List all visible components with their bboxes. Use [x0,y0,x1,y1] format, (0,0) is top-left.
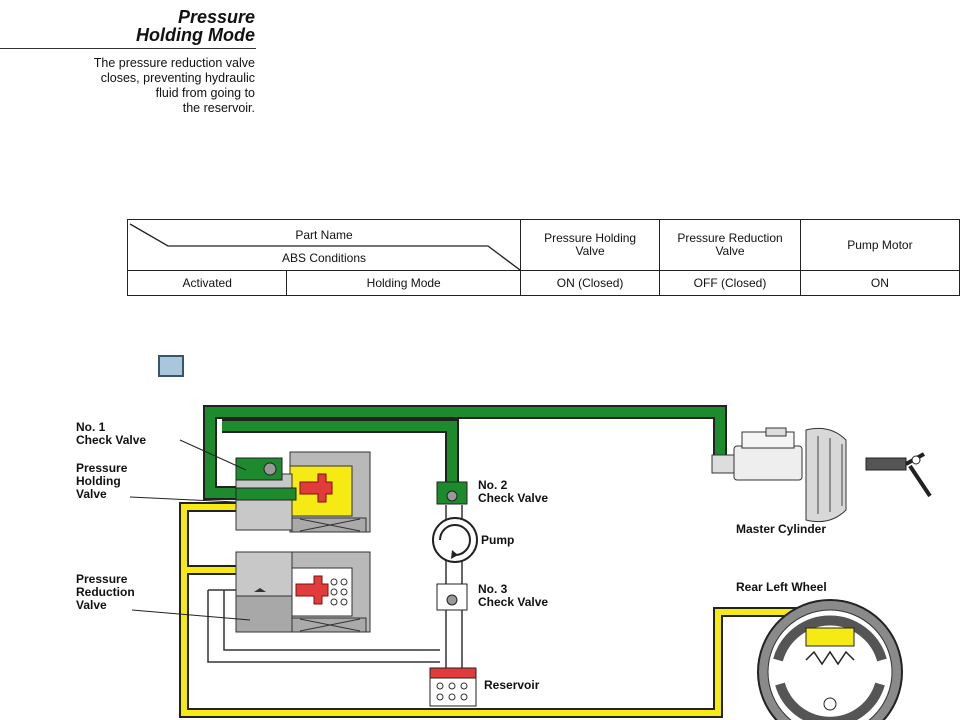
holding-valve-unit [235,451,371,533]
check-valve-2 [436,481,468,505]
diagonal-divider [129,223,520,270]
label-reservoir: Reservoir [484,678,540,692]
title-divider [0,48,256,49]
description-text: The pressure reduction valve closes, pre… [93,56,255,115]
label-check-valve-3: No. 3 Check Valve [478,582,549,609]
label-check-valve-2: No. 2 Check Valve [478,478,549,505]
header-part-name: Part Name [295,228,353,242]
check-valve-3 [436,583,468,611]
title-line-1: Pressure [177,7,255,27]
cell-reduction-valve: OFF (Closed) [659,270,801,296]
slide-marker-square [158,355,184,377]
reservoir [429,667,477,707]
label-pressure-reduction-valve: Pressure Reduction Valve [76,572,135,612]
header-pump-motor: Pump Motor [799,219,960,271]
abs-conditions-table: Part Name ABS Conditions Pressure Holdin… [126,219,960,296]
reduction-valve-unit [235,551,371,633]
pump-symbol [432,517,478,563]
label-rear-left-wheel: Rear Left Wheel [736,580,827,594]
label-pressure-holding-valve: Pressure Holding Valve [76,461,128,501]
header-abs-conditions: ABS Conditions [281,251,367,265]
table-header-diagonal: Part Name ABS Conditions [127,219,521,271]
label-check-valve-1: No. 1 Check Valve [76,420,147,447]
cell-condition: Activated [126,270,288,296]
cell-pump-motor: ON [799,270,960,296]
cell-holding-valve: ON (Closed) [519,270,661,296]
cell-mode: Holding Mode [286,270,521,296]
label-leader-lines [129,439,251,621]
header-reduction-valve: Pressure Reduction Valve [659,219,801,271]
page-title: Pressure Holding Mode [136,8,255,44]
label-pump: Pump [481,533,515,547]
master-cylinder [711,427,932,523]
title-line-2: Holding Mode [136,25,255,45]
label-master-cylinder: Master Cylinder [736,522,827,536]
rear-left-wheel-brake [757,599,903,720]
